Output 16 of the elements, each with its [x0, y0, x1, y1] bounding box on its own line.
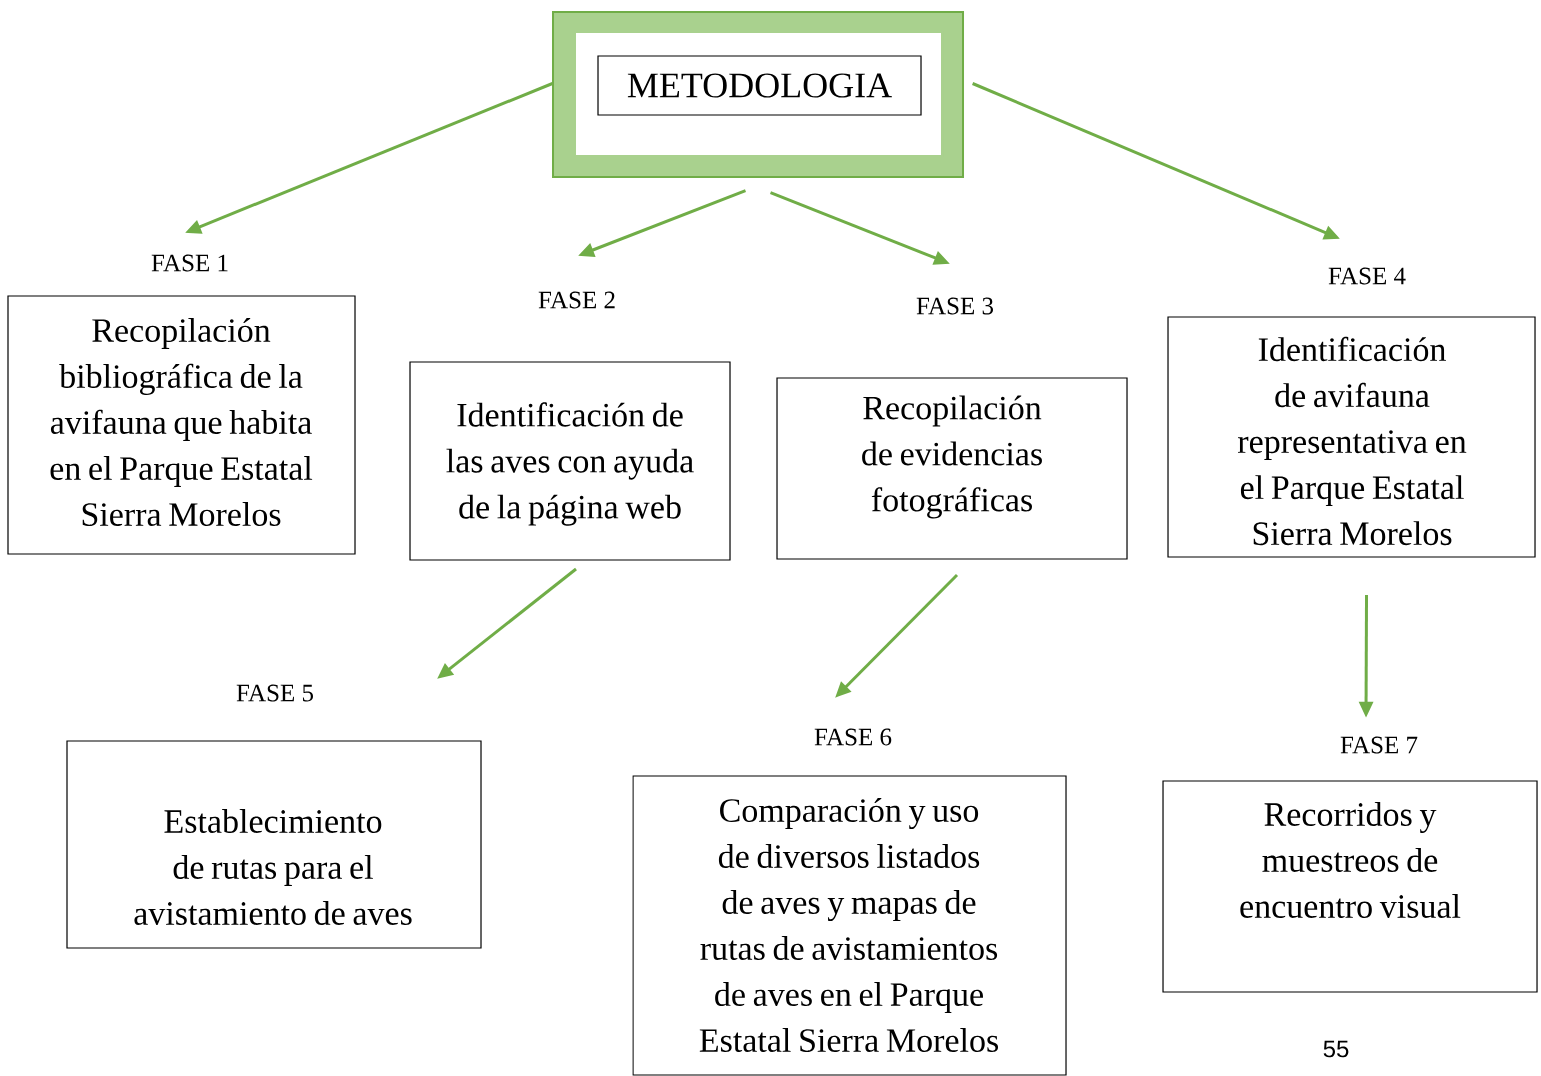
phase-box: Comparación y uso de diversos listados de aves y mapas de rutas de avistamientos de aves en el Parque Estatal Sierra Morelos — [632, 775, 1067, 1076]
phase-heading: FASE 7 — [1340, 736, 1418, 754]
phase-heading: FASE 6 — [814, 728, 892, 746]
phase-box: Recorridos y muestreos de encuentro visual — [1162, 780, 1538, 993]
phase-heading: FASE 3 — [916, 297, 993, 315]
phase-heading: FASE 2 — [538, 291, 615, 309]
phase-heading: FASE 4 — [1328, 267, 1406, 285]
phase-box: Recopilación bibliográfica de la avifauna que habita en el Parque Estatal Sierra Morelos — [7, 295, 356, 555]
phase-box: Recopilación de evidencias fotográficas — [776, 377, 1128, 560]
page-number: 55 — [1323, 1040, 1349, 1058]
phase-box: Identificación de avifauna representativa en el Parque Estatal Sierra Morelos — [1167, 316, 1536, 558]
phase-heading: FASE 5 — [236, 684, 313, 702]
title-frame: METODOLOGIA — [552, 11, 964, 178]
phase-box: Establecimiento de rutas para el avistamiento de aves — [66, 740, 482, 949]
phase-heading: FASE 1 — [151, 254, 228, 272]
phase-box: Identificación de las aves con ayuda de la página web — [409, 361, 731, 561]
